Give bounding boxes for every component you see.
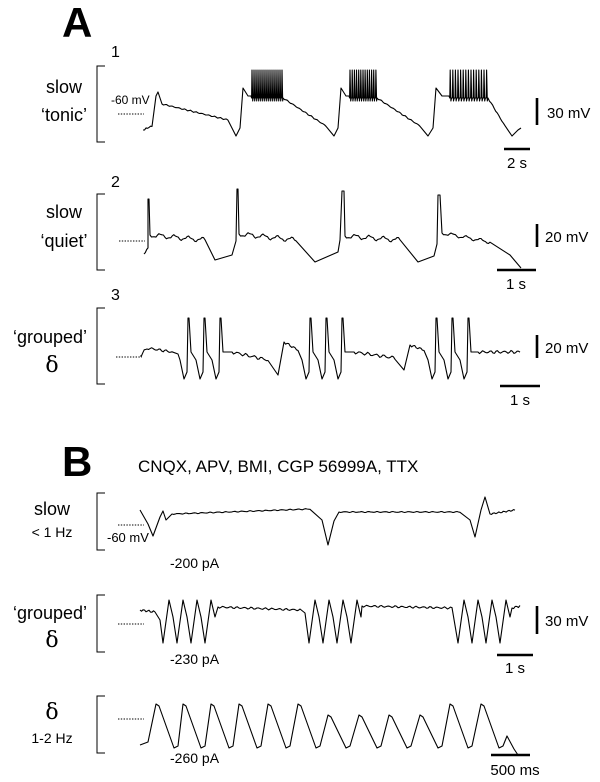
a1-label-line1: slow — [46, 77, 83, 97]
a2-label-line1: slow — [46, 202, 83, 222]
b2-voltage-trace — [139, 599, 521, 644]
b2-current-label: -230 pA — [170, 651, 220, 667]
b-drug-list: CNQX, APV, BMI, CGP 56999A, TTX — [138, 457, 418, 476]
b1-label-line1: slow — [34, 499, 71, 519]
a3-voltage-scale-label: 20 mV — [545, 340, 588, 357]
b1-voltage-trace — [139, 496, 516, 546]
a2-time-scale-label: 1 s — [506, 276, 526, 293]
a1-voltage-scale-label: 30 mV — [547, 105, 590, 122]
a1-label-line2: ‘tonic’ — [41, 105, 87, 125]
panel-b-letter: B — [62, 438, 92, 485]
b3-time-scale-label: 500 ms — [490, 762, 539, 779]
a3-number: 3 — [111, 287, 120, 304]
a1-number: 1 — [111, 44, 120, 61]
a1-bracket — [96, 65, 105, 143]
b1-bracket — [96, 492, 105, 551]
a3-bracket — [96, 307, 105, 385]
b3-label-line2: 1-2 Hz — [31, 730, 72, 746]
b2-voltage-scale-label: 30 mV — [545, 613, 588, 630]
b3-label-line1: δ — [45, 700, 58, 725]
b1-label-line2: < 1 Hz — [32, 524, 73, 540]
b1-vm-label: -60 mV — [107, 530, 149, 545]
b3-current-label: -260 pA — [170, 750, 220, 766]
a3-label-line2: δ — [45, 353, 58, 378]
panel-a-letter: A — [62, 0, 92, 46]
a1-time-scale-label: 2 s — [507, 155, 527, 172]
a2-voltage-scale-label: 20 mV — [545, 229, 588, 246]
a2-number: 2 — [111, 174, 120, 191]
b3-voltage-trace — [139, 703, 519, 756]
b3-bracket — [96, 695, 105, 754]
b2-label-line2: δ — [45, 628, 58, 653]
a2-label-line2: ‘quiet’ — [40, 231, 87, 251]
b2-bracket — [96, 594, 105, 653]
b2-time-scale-label: 1 s — [505, 660, 525, 677]
a3-label-line1: ‘grouped’ — [13, 327, 87, 347]
b1-current-label: -200 pA — [170, 555, 220, 571]
a2-voltage-trace — [143, 188, 522, 269]
a3-voltage-trace — [140, 317, 521, 380]
a2-bracket — [96, 193, 105, 271]
b2-label-line1: ‘grouped’ — [13, 603, 87, 623]
a3-time-scale-label: 1 s — [510, 392, 530, 409]
a1-voltage-trace — [143, 69, 522, 137]
a1-vm-label: -60 mV — [111, 93, 150, 107]
